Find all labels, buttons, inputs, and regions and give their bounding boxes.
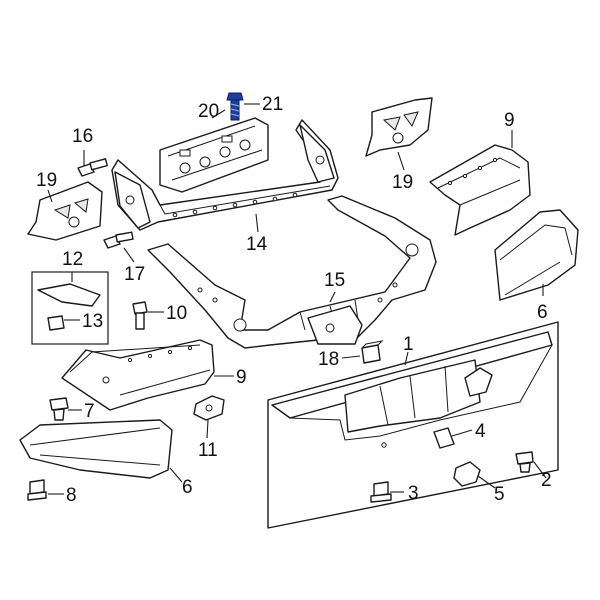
reinforcement-beam[interactable]	[111, 119, 339, 231]
end-cover-left[interactable]	[19, 419, 173, 479]
callout-19-right: 19	[392, 172, 413, 193]
side-bracket-left[interactable]	[27, 181, 103, 241]
callout-1: 1	[403, 334, 414, 355]
pad-5[interactable]	[453, 461, 481, 487]
pad-12[interactable]	[37, 283, 101, 307]
clip-2[interactable]	[515, 451, 534, 473]
hitch-plug[interactable]	[361, 340, 384, 364]
callout-7: 7	[84, 401, 95, 422]
callout-10: 10	[166, 303, 187, 324]
callout-17: 17	[124, 264, 145, 285]
bolt-10[interactable]	[132, 301, 148, 330]
bracket-plate[interactable]	[159, 117, 269, 193]
callout-labels: 1 2 3 4 5 6 6 7 8 9 9 10 11 12 13 14 15 …	[36, 94, 552, 506]
bracket-4[interactable]	[433, 427, 455, 449]
callout-3: 3	[408, 483, 419, 504]
callout-19-left: 19	[36, 170, 57, 191]
clip-8[interactable]	[27, 479, 47, 501]
bolt-17[interactable]	[103, 231, 134, 249]
hitch-frame[interactable]	[147, 195, 437, 349]
callout-12: 12	[62, 249, 83, 270]
bolt-highlighted[interactable]	[226, 92, 244, 121]
step-pad-left[interactable]	[61, 339, 215, 411]
callout-9-left: 9	[236, 367, 247, 388]
step-pad-right[interactable]	[429, 144, 531, 236]
callout-5: 5	[494, 484, 505, 505]
callout-18: 18	[318, 349, 339, 370]
callout-6-right: 6	[537, 302, 548, 323]
callout-14: 14	[246, 234, 268, 255]
callout-16: 16	[72, 126, 93, 147]
callout-15: 15	[324, 270, 345, 291]
bracket-11[interactable]	[193, 395, 225, 421]
end-cover-right[interactable]	[494, 209, 579, 301]
callout-20: 20	[198, 101, 219, 122]
bolt-16[interactable]	[77, 158, 108, 177]
clip-7[interactable]	[49, 397, 69, 421]
callout-21: 21	[262, 94, 283, 115]
rear-step-bumper[interactable]	[267, 321, 559, 529]
clip-3[interactable]	[370, 481, 392, 503]
callout-8: 8	[66, 485, 77, 506]
side-bracket-right[interactable]	[365, 97, 433, 157]
callout-2: 2	[541, 470, 552, 491]
callout-4: 4	[475, 421, 486, 442]
leader-lines	[47, 103, 547, 495]
callout-9-right: 9	[504, 110, 515, 131]
part-12-group	[31, 271, 109, 345]
clip-13[interactable]	[47, 315, 65, 331]
callout-11: 11	[198, 440, 218, 461]
callout-13: 13	[82, 311, 103, 332]
callout-6-left: 6	[182, 477, 193, 498]
